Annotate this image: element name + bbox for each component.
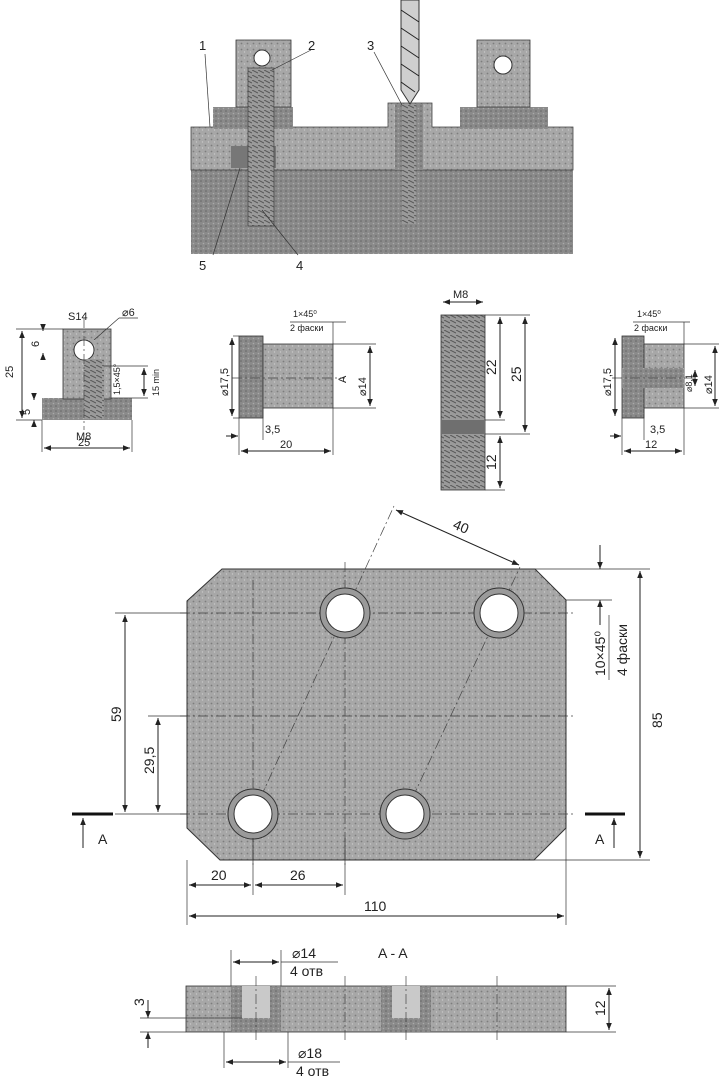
left-stud-thread xyxy=(247,67,275,227)
stud-len-12: 12 xyxy=(483,454,499,470)
washer-body-dia: ⌀14 xyxy=(703,375,715,394)
section-cbore-dia: ⌀18 xyxy=(298,1045,322,1061)
section-depth-3: 3 xyxy=(131,998,147,1006)
bushing-section-mark: A xyxy=(337,375,349,383)
clamp-plate-section xyxy=(190,102,574,171)
washer-chamfer: 1×45⁰ xyxy=(637,309,661,319)
nut-hole-dia: ⌀6 xyxy=(122,307,135,319)
washer-chamfer-note: 2 фаски xyxy=(634,323,667,333)
bushing-flange-dia: ⌀17,5 xyxy=(219,368,231,396)
stud-detail-view: M8 22 25 12 xyxy=(440,289,530,491)
plate-dim-29-5: 29,5 xyxy=(141,747,157,774)
callout-4: 4 xyxy=(296,258,303,273)
bushing-flange-len: 3,5 xyxy=(265,424,280,436)
plate-plan-view: 40 10×45⁰ 4 фаски 85 59 29,5 20 26 110 A xyxy=(72,505,665,925)
washer-flange-dia: ⌀17,5 xyxy=(602,368,614,396)
nut-detail-view: S14 ⌀6 25 6 5 1,5×45° 15 min M8 25 xyxy=(4,307,161,452)
plate-diag-40: 40 xyxy=(451,516,472,537)
bushing-chamfer: 1×45⁰ xyxy=(293,309,317,319)
callout-5: 5 xyxy=(199,258,206,273)
nut-top-6: 6 xyxy=(30,341,42,347)
section-aa-view: A - A ⌀14 4 отв ⌀18 4 отв 3 12 xyxy=(131,945,616,1079)
left-nut-hole xyxy=(253,49,271,67)
washer-total-len: 12 xyxy=(645,439,657,451)
section-bore-dia: ⌀14 xyxy=(292,945,316,961)
hole-top-right xyxy=(473,587,525,639)
stud-len-22: 22 xyxy=(483,359,499,375)
bushing-total-len: 20 xyxy=(280,439,292,451)
assembly-view: 1 2 3 5 4 xyxy=(190,0,574,273)
stud-len-25: 25 xyxy=(508,366,524,382)
svg-text:A: A xyxy=(595,831,605,847)
section-bore-count: 4 отв xyxy=(290,963,323,979)
nut-wrench-size: S14 xyxy=(68,311,88,323)
section-mark-right: A xyxy=(585,812,625,848)
washer-bore-dia: ⌀8,1 xyxy=(684,374,694,392)
hole-top-left xyxy=(319,587,371,639)
bushing-body-dia: ⌀14 xyxy=(357,377,369,396)
section-thick-12: 12 xyxy=(592,1000,608,1016)
plate-dim-26: 26 xyxy=(290,867,306,883)
nut-depth: 15 min xyxy=(151,369,161,396)
callout-2: 2 xyxy=(308,38,315,53)
callout-3: 3 xyxy=(367,38,374,53)
drill-flutes xyxy=(400,9,420,93)
plate-chamfer-note: 4 фаски xyxy=(614,624,630,676)
plate-dim-59: 59 xyxy=(108,706,124,722)
bushing-chamfer-note: 2 фаски xyxy=(290,323,323,333)
bushing-detail-view: 1×45⁰ 2 фаски ⌀17,5 ⌀14 A 3,5 20 xyxy=(219,309,376,455)
nut-base-5: 5 xyxy=(21,409,33,415)
svg-text:A: A xyxy=(98,831,108,847)
plate-width-110: 110 xyxy=(364,898,387,914)
callout-1: 1 xyxy=(199,38,206,53)
nut-thread: M8 xyxy=(76,431,91,443)
plate-dim-20: 20 xyxy=(211,867,227,883)
washer-flange-len: 3,5 xyxy=(650,424,665,436)
hole-bottom-left xyxy=(227,788,279,840)
right-nut-hole xyxy=(493,55,513,75)
section-mark-left: A xyxy=(72,812,113,848)
right-nut-collar xyxy=(460,107,548,129)
plate-chamfer-dim: 10×45⁰ xyxy=(592,631,608,676)
nut-chamfer: 1,5×45° xyxy=(112,363,122,395)
nut-height-25: 25 xyxy=(4,366,16,378)
stud-thread: M8 xyxy=(453,289,468,301)
washer-detail-view: 1×45⁰ 2 фаски ⌀17,5 ⌀8,1 ⌀14 3,5 12 xyxy=(602,309,719,455)
hole-bottom-right xyxy=(379,788,431,840)
section-cbore-count: 4 отв xyxy=(296,1063,329,1079)
plate-height-85: 85 xyxy=(649,712,665,728)
drill-hole xyxy=(402,104,416,224)
section-title: A - A xyxy=(378,945,408,961)
nut-width-25: 25 xyxy=(78,437,90,449)
